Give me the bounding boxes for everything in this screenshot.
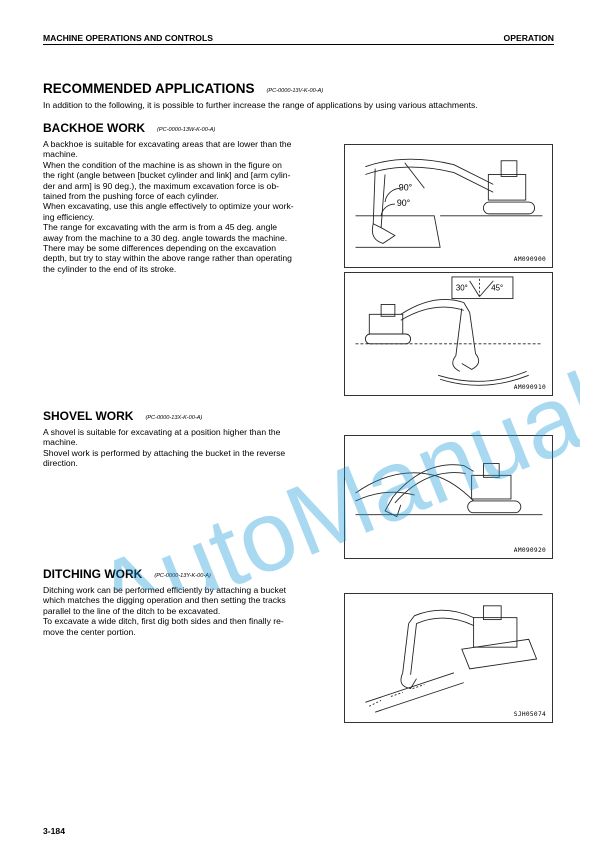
backhoe-line: away from the machine to a 30 deg. angle…: [43, 232, 288, 243]
backhoe-line: depth, but try to stay within the above …: [43, 253, 292, 264]
backhoe-title: BACKHOE WORK: [43, 121, 145, 135]
ditching-title: DITCHING WORK: [43, 567, 143, 581]
shovel-illustration: [355, 463, 543, 518]
ditching-figure: SJH05074: [344, 593, 553, 723]
backhoe-line: When the condition of the machine is as …: [43, 159, 282, 170]
section-intro: In addition to the following, it is poss…: [43, 100, 478, 110]
shovel-line: Shovel work is performed by attaching th…: [43, 447, 286, 458]
section-code: (PC-0000-13V-K-00-A): [266, 88, 324, 94]
backhoe-figure-2: 30° 45° AM090910: [344, 272, 553, 396]
page-header: MACHINE OPERATIONS AND CONTROLS OPERATIO…: [43, 33, 554, 45]
fig1-label: AM090900: [513, 256, 546, 263]
ditching-code: (PC-0000-13Y-K-00-A): [154, 573, 211, 579]
backhoe-line: There may be some differences depending …: [43, 243, 276, 254]
ditching-line: move the center portion.: [43, 626, 136, 637]
header-section-title: MACHINE OPERATIONS AND CONTROLS: [43, 33, 213, 43]
shovel-text: A shovel is suitable for excavating at a…: [43, 427, 341, 469]
fig1-angle-a: 90°: [399, 182, 412, 192]
fig2-label: AM090910: [513, 384, 546, 391]
backhoe-code: (PC-0000-13W-K-00-A): [157, 127, 216, 133]
ditching-illustration: [365, 605, 538, 713]
shovel-title: SHOVEL WORK: [43, 409, 134, 423]
fig2-angle-a: 30°: [456, 284, 468, 293]
backhoe-text: A backhoe is suitable for excavating are…: [43, 139, 341, 274]
ditching-line: To excavate a wide ditch, first dig both…: [43, 616, 284, 627]
backhoe-figure-1: 90° 90° AM090900: [344, 144, 553, 268]
ditching-line: Ditching work can be performed efficient…: [43, 585, 286, 595]
ditching-heading: DITCHING WORK (PC-0000-13Y-K-00-A): [43, 567, 211, 581]
shovel-heading: SHOVEL WORK (PC-0000-13X-K-00-A): [43, 409, 202, 423]
section-heading: RECOMMENDED APPLICATIONS (PC-0000-13V-K-0…: [43, 81, 323, 96]
shovel-fig-label: AM090920: [513, 547, 546, 554]
shovel-line: machine.: [43, 437, 78, 448]
backhoe-illustration-1: 90° 90°: [355, 158, 543, 248]
section-title: RECOMMENDED APPLICATIONS: [43, 81, 255, 96]
shovel-line: direction.: [43, 458, 78, 469]
backhoe-heading: BACKHOE WORK (PC-0000-13W-K-00-A): [43, 121, 215, 135]
backhoe-line: the cylinder to the end of its stroke.: [43, 263, 177, 274]
fig1-angle-b: 90°: [397, 198, 410, 208]
backhoe-line: the right (angle between [bucket cylinde…: [43, 170, 291, 181]
shovel-figure: AM090920: [344, 435, 553, 559]
ditching-line: which matches the digging operation and …: [43, 595, 286, 606]
shovel-code: (PC-0000-13X-K-00-A): [145, 415, 203, 421]
backhoe-line: ing efficiency.: [43, 211, 95, 222]
header-chapter-title: OPERATION: [503, 33, 554, 43]
ditching-line: parallel to the line of the ditch to be …: [43, 605, 221, 616]
backhoe-line: A backhoe is suitable for excavating are…: [43, 139, 292, 149]
shovel-line: A shovel is suitable for excavating at a…: [43, 427, 281, 437]
ditching-text: Ditching work can be performed efficient…: [43, 585, 341, 637]
ditching-fig-label: SJH05074: [513, 711, 546, 718]
page-number: 3-184: [43, 826, 65, 836]
backhoe-line: tained from the pushing force of each cy…: [43, 191, 219, 202]
backhoe-illustration-2: 30° 45°: [355, 276, 543, 386]
backhoe-line: der and arm] is 90 deg.), the maximum ex…: [43, 180, 279, 191]
backhoe-line: machine.: [43, 149, 78, 160]
backhoe-line: The range for excavating with the arm is…: [43, 222, 278, 233]
fig2-angle-b: 45°: [491, 284, 503, 293]
backhoe-line: When excavating, use this angle effectiv…: [43, 201, 294, 212]
